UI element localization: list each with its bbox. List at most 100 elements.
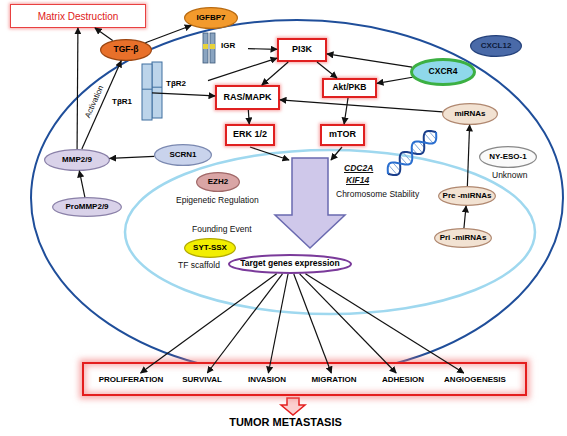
outcome-box: Matrix Destruction [10,4,146,28]
ellipse-shape [471,36,522,57]
signal-arrow [208,58,277,80]
node-label: ProMMP2/9 [65,203,108,212]
node-label: CXCR4 [429,67,458,76]
signal-arrow [207,274,282,373]
signal-arrow [344,98,348,124]
receptor-ellipse: CXCR4 [410,58,476,86]
dna-rung [403,152,412,162]
ellipse-shape [53,198,122,217]
signal-arrow [110,156,155,158]
node-label: NY-ESO-1 [489,153,526,162]
node-label: Target genes expression [240,259,340,268]
receptor-symbol [112,64,152,120]
outcome-word: MIGRATION [304,373,364,387]
protein-ellipse: SCRN1 [154,144,212,166]
cell-membrane [31,20,563,376]
node-label: PI3K [292,45,312,55]
dna-strand [388,131,436,175]
outcome-arrow [281,398,305,415]
receptor: TβR1 [112,64,152,120]
signal-arrow [82,61,121,149]
pathway-box: Akt/PKB [322,78,377,98]
protein-ellipse: IGFBP7 [184,7,238,29]
outcome-title: TUMOR METASTASIS [64,416,507,428]
node-label: SCRN1 [169,151,196,160]
node-label: RAS/MAPK [223,93,271,103]
pathway-box: PI3K [277,38,327,62]
rna-ellipse: Pri -miRNAs [434,228,492,248]
signal-arrow [305,274,463,373]
node-label: SURVIVAL [182,376,222,385]
receptor: IGR [203,33,248,63]
signal-arrow [268,274,288,373]
protein-ellipse: NY-ESO-1 [479,146,537,168]
node-label: EZH2 [208,178,228,187]
ligand-ellipse: TGF-β [100,39,152,61]
signal-arrow [317,62,337,78]
node-label: TβR2 [166,80,186,89]
dna-helix [388,131,437,175]
signal-arrow [467,125,469,186]
node-label: IGFBP7 [197,14,226,23]
receptor: TβR2 [150,62,208,118]
node-label: CXCL12 [481,42,512,51]
gene-name: KIF14 [346,176,369,185]
node-label: ERK 1/2 [233,130,267,140]
gene-name: CDC2A [344,164,373,173]
outcome-word: INVASION [240,373,294,387]
dna-strand [388,132,437,174]
annotation: Unknown [492,171,527,180]
protein-ellipse: MMP2/9 [44,149,110,171]
rna-ellipse: miRNAs [442,103,498,125]
node-label: TGF-β [113,45,138,54]
annotation: Chromosome Stability [336,190,419,199]
node-label: Akt/PKB [332,83,366,92]
signal-arrow [327,54,412,67]
signal-arrow [377,77,412,83]
receptor-divider [152,87,162,88]
ellipse-shape [443,104,498,125]
signal-arrow [141,274,277,373]
protein-ellipse: ProMMP2/9 [52,197,122,217]
outcome-word: ADHESION [374,373,432,387]
signal-arrow [152,93,215,96]
node-label: mTOR [329,130,356,140]
node-label: ADHESION [382,376,424,385]
signal-arrow [280,100,442,112]
protein-ellipse: EZH2 [196,172,240,192]
signal-arrow [464,206,466,228]
annotation: Founding Event [192,225,252,234]
ellipse-shape [45,150,110,171]
node-label: Matrix Destruction [38,11,119,22]
receptor-bar [142,64,152,120]
big-arrow [275,158,345,248]
receptor-bar [210,33,215,63]
outcome-word: ANGIOGENESIS [440,373,510,387]
signal-arrow [262,62,288,85]
receptor-bar [152,62,162,118]
receptor-stripe [203,44,208,49]
node-label: MMP2/9 [62,156,92,165]
ellipse-shape [101,40,152,61]
outcome-word: SURVIVAL [176,373,228,387]
ellipse-shape [185,8,238,29]
signal-arrow [248,110,250,124]
signal-arrow [79,171,85,197]
annotation: Epigenetic Regulation [176,196,259,205]
node-label: miRNAs [454,110,485,119]
node-label: IGR [221,42,235,51]
edge-label: Activation [84,84,106,119]
signal-arrow [294,274,332,373]
outcome-word: PROLIFERATION [94,373,168,387]
pathway-box: ERK 1/2 [225,124,275,146]
ellipse-shape [435,229,492,248]
receptor-stripe [210,44,215,49]
ellipse-shape [480,147,537,168]
signal-arrow [95,28,113,41]
target-ellipse: Target genes expression [228,254,352,274]
rna-ellipse: Pre -miRNAs [438,186,496,206]
ellipse-shape [439,187,496,206]
ellipse-shape [412,60,475,85]
